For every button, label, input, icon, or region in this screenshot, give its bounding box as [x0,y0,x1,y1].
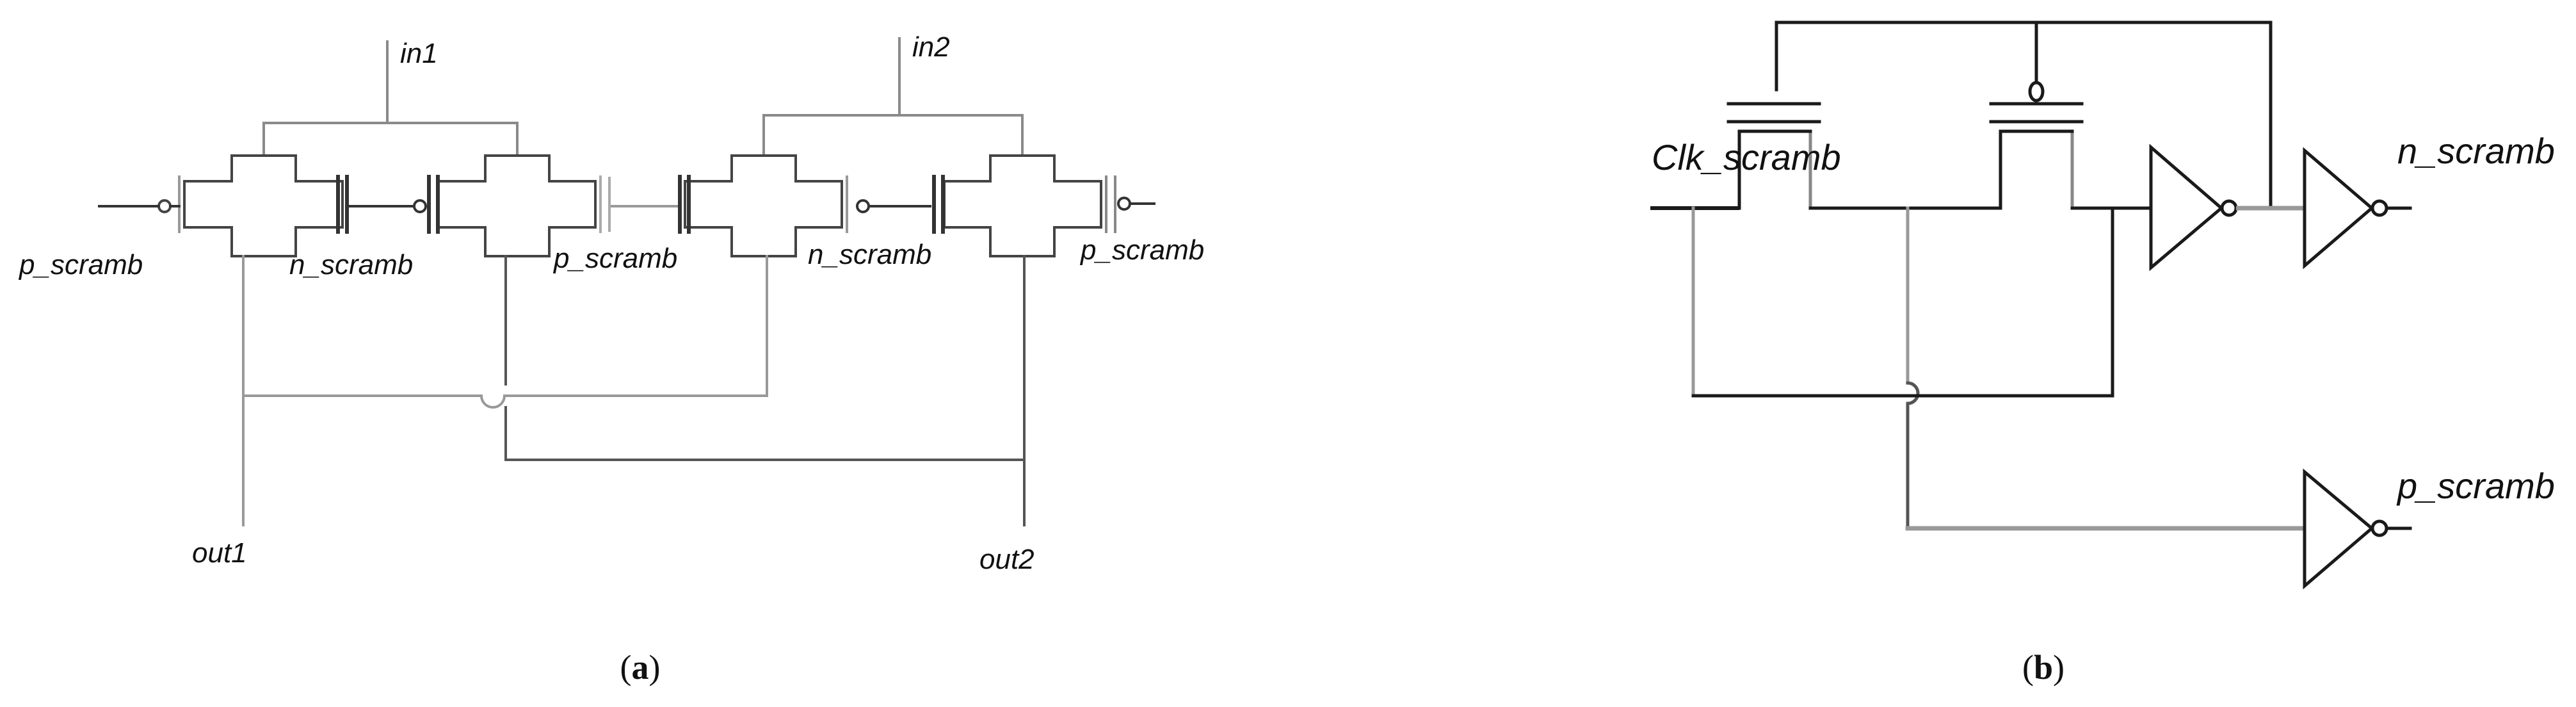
feedback-loop [1775,20,2273,210]
bottom-rail [1691,206,2153,398]
label-n-scramb-2: n_scramb [808,239,931,270]
panel-a-schematic: in1 in2 p_scramb n_scramb p_scramb n_scr… [18,31,1204,687]
label-p-scramb-out: p_scramb [2396,466,2555,506]
in1-bus [262,40,519,157]
inverter-bubble-2 [856,199,870,213]
label-clk-scramb: Clk_scramb [1652,137,1841,177]
transistor-nmos [1727,102,1821,210]
label-in1: in1 [400,38,438,69]
label-p-scramb-mid: p_scramb [552,243,677,274]
in2-bus [762,37,1024,157]
inverter-2 [2303,147,2412,270]
transmission-gate-1 [98,154,349,257]
transmission-gate-2 [427,154,602,257]
label-p-scramb-right: p_scramb [1079,234,1204,266]
out2-net [504,255,1026,526]
inverter-bubble-3 [1117,197,1131,211]
label-n-scramb-1: n_scramb [289,249,413,280]
panel-b-schematic: Clk_scramb n_scramb p_scramb (b) [1650,20,2555,687]
label-n-scramb-out: n_scramb [2397,131,2555,171]
transmission-gate-3 [678,154,848,257]
label-in2: in2 [912,31,950,63]
caption-b: (b) [2022,648,2065,687]
inverter-3 [2303,468,2412,590]
label-out2: out2 [979,544,1034,575]
transmission-gate-4 [932,154,1116,257]
inverter-1 [2149,143,2238,272]
inverter-bubble-1 [413,199,427,213]
label-out1: out1 [192,537,247,569]
midnode-wiring [1808,206,2307,531]
caption-a: (a) [620,648,661,687]
transistor-pmos [1989,81,2084,210]
label-p-scramb-left: p_scramb [18,249,143,280]
out1-net [242,255,768,526]
